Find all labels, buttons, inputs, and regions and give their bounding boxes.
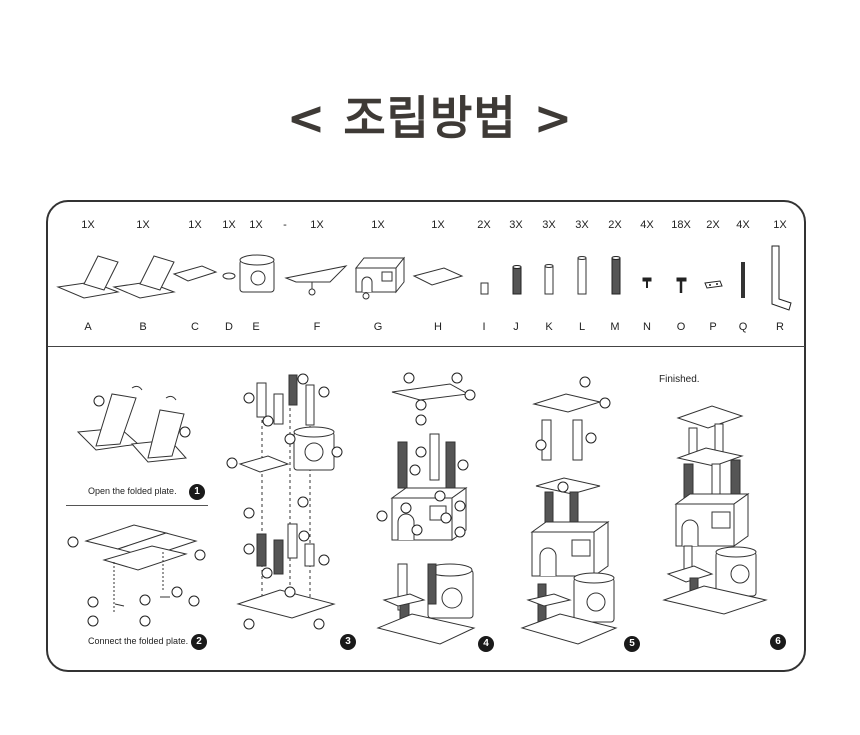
part-A-folded-plate-icon [56,255,120,299]
instructions-panel [46,200,806,672]
step5-drawing [520,393,618,645]
dash-mark: - [283,219,287,231]
label-J: J [513,321,519,333]
qty-O: 18X [671,219,691,231]
part-R-allen-key-icon [771,245,792,311]
part-P-connector-plate-icon [704,280,723,289]
label-Q: Q [738,321,748,333]
finished-caption: Finished. [659,374,700,385]
page-title: < 조립방법 > [286,91,574,145]
qty-E: 1X [249,219,263,231]
part-I-short-post-icon [480,282,489,295]
label-G: G [373,321,383,333]
qty-L: 3X [575,219,589,231]
part-Q-threaded-rod-icon [741,262,745,298]
part-B-folded-plate-icon [112,255,176,299]
label-B: B [139,321,147,333]
qty-A: 1X [81,219,95,231]
panel-divider [48,346,805,347]
step-separator [66,505,208,506]
qty-N: 4X [640,219,654,231]
qty-J: 3X [509,219,523,231]
qty-R: 1X [773,219,787,231]
part-M-sisal-post-icon [611,256,621,295]
label-M: M [610,321,620,333]
step-6-badge: 6 [770,634,786,650]
label-L: L [578,321,586,333]
step1-caption: Open the folded plate. [88,486,177,496]
step-1-badge: 1 [189,484,205,500]
label-I: I [482,321,486,333]
qty-D: 1X [222,219,236,231]
label-O: O [676,321,686,333]
step4-drawing [376,383,476,645]
step3-drawing [236,374,336,619]
label-F: F [313,321,321,333]
step2-drawing [84,524,198,612]
qty-M: 2X [608,219,622,231]
label-N: N [643,321,651,333]
part-E-round-house-icon [239,254,275,293]
part-H-plate-icon [412,267,464,286]
label-E: E [252,321,260,333]
step-2-badge: 2 [191,634,207,650]
qty-H: 1X [431,219,445,231]
part-F-corner-platform-icon [284,265,348,296]
label-K: K [545,321,553,333]
qty-G: 1X [371,219,385,231]
part-K-post-icon [544,264,554,295]
qty-K: 3X [542,219,556,231]
qty-P: 2X [706,219,720,231]
label-A: A [84,321,92,333]
callout-circles [67,372,611,630]
step-5-badge: 5 [624,636,640,652]
step6-drawing [662,405,768,615]
step2-caption: Connect the folded plate. [88,636,189,646]
label-P: P [709,321,717,333]
qty-C: 1X [188,219,202,231]
step-3-badge: 3 [340,634,356,650]
part-L-post-icon [577,256,587,295]
part-J-sisal-post-icon [512,265,522,295]
qty-F: 1X [310,219,324,231]
qty-I: 2X [477,219,491,231]
label-H: H [434,321,442,333]
part-D-washer-icon [222,272,236,280]
part-O-bolt-icon [676,277,687,293]
step1-drawing [76,385,188,463]
label-D: D [225,321,233,333]
part-C-small-plate-icon [172,265,218,282]
step-4-badge: 4 [478,636,494,652]
label-R: R [776,321,784,333]
label-C: C [191,321,199,333]
part-N-screw-icon [642,277,652,288]
part-G-box-house-icon [354,256,406,300]
qty-Q: 4X [736,219,750,231]
qty-B: 1X [136,219,150,231]
